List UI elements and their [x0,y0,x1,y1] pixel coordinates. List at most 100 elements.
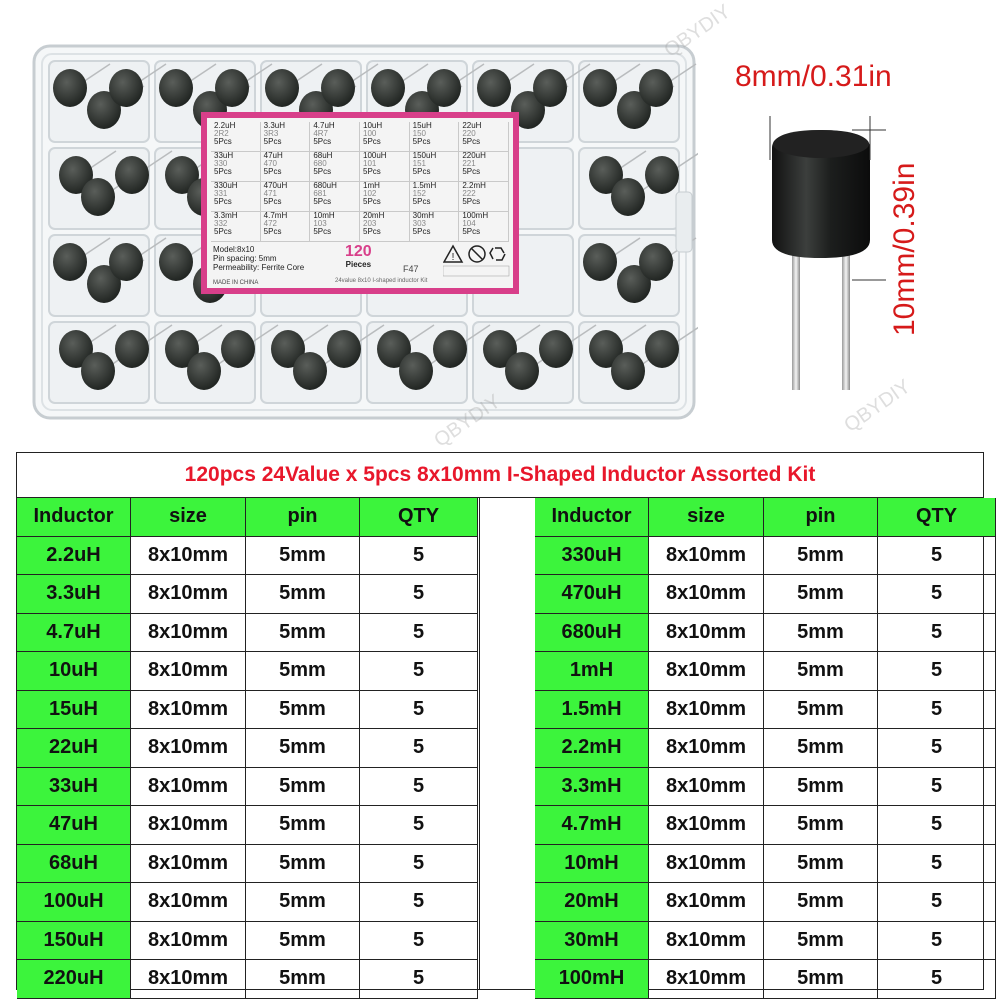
label-cell-code: 303 [412,219,427,228]
table-cell: 5mm [246,921,360,959]
table-cell: 5mm [764,652,878,690]
table-cell: 5 [360,921,478,959]
label-cell-code: 221 [462,159,476,168]
table-cell: 680uH [535,613,649,651]
table-cell: 470uH [535,575,649,613]
label-cell-qty: 5Pcs [313,227,332,236]
label-cell-code: 220 [462,129,476,138]
inductor-table: 120pcs 24Value x 5pcs 8x10mm I-Shaped In… [16,452,996,999]
table-cell: 8x10mm [649,536,764,574]
table-header-cell: size [649,498,764,536]
width-dimension-lines [769,116,871,160]
table-header-cell: Inductor [17,498,131,536]
inductor-coil [583,237,641,281]
label-footer: 24value 8x10 I-shaped inductor Kit [335,278,428,284]
table-cell: 33uH [17,767,131,805]
label-cell-value: 68uH [313,151,333,160]
inductor-coil [321,63,379,107]
table-cell: 8x10mm [131,767,246,805]
table-cell: 5 [360,613,478,651]
inductor-coil [377,324,435,368]
table-cell: 5 [878,806,996,844]
table-cell: 5 [878,613,996,651]
table-cell: 150uH [17,921,131,959]
table-cell: 8x10mm [131,536,246,574]
table-header-cell: pin [764,498,878,536]
table-cell: 68uH [17,844,131,882]
label-cell-code: 3R3 [263,129,279,138]
inductor-coil [589,150,647,194]
height-dimension-lines [852,129,886,281]
inductor-coil [59,150,117,194]
table-cell: 5 [878,536,996,574]
label-cell-code: 151 [412,159,427,168]
label-pieces-text: Pieces [345,260,372,269]
label-cell-code: 4R7 [313,129,329,138]
table-cell: 8x10mm [649,575,764,613]
recycle-icon [489,247,506,261]
table-cell: 5mm [246,806,360,844]
label-cell-qty: 5Pcs [412,227,431,236]
label-cell-qty: 5Pcs [412,197,431,206]
width-dimension-label: 8mm/0.31in [735,60,892,93]
inductor-coil [159,63,217,107]
table-cell: 4.7uH [17,613,131,651]
table-cell: 5 [878,844,996,882]
table-cell: 8x10mm [649,883,764,921]
label-pieces-count: 120 [345,243,372,260]
table-divider [479,498,536,989]
table-cell: 5 [878,652,996,690]
table-cell: 8x10mm [131,883,246,921]
table-cell: 15uH [17,690,131,728]
table-cell: 5mm [246,844,360,882]
label-cell-qty: 5Pcs [313,197,332,206]
table-cell: 5 [878,960,996,998]
table-cell: 47uH [17,806,131,844]
table-header-cell: Inductor [535,498,649,536]
inductor-coil [483,324,541,368]
table-header-cell: QTY [878,498,996,536]
label-cell-value: 47uH [263,151,283,160]
label-cell-value: 220uH [462,151,486,160]
label-cell-code: 472 [263,219,278,228]
table-cell: 100uH [17,883,131,921]
table-cell: 5 [878,729,996,767]
table-cell: 5mm [764,613,878,651]
inductor-coil [271,324,329,368]
label-cell-value: 10uH [363,121,383,130]
inductor-coil [533,63,591,107]
table-cell: 8x10mm [649,806,764,844]
label-cell-code: 470 [263,159,278,168]
table-cell: 5 [878,883,996,921]
label-cell-qty: 5Pcs [263,137,282,146]
table-cell: 220uH [17,960,131,998]
label-cell-code: 102 [363,189,377,198]
label-cell-qty: 5Pcs [214,167,232,176]
table-cell: 5 [878,575,996,613]
table-cell: 1.5mH [535,690,649,728]
table-cell: 5 [360,575,478,613]
